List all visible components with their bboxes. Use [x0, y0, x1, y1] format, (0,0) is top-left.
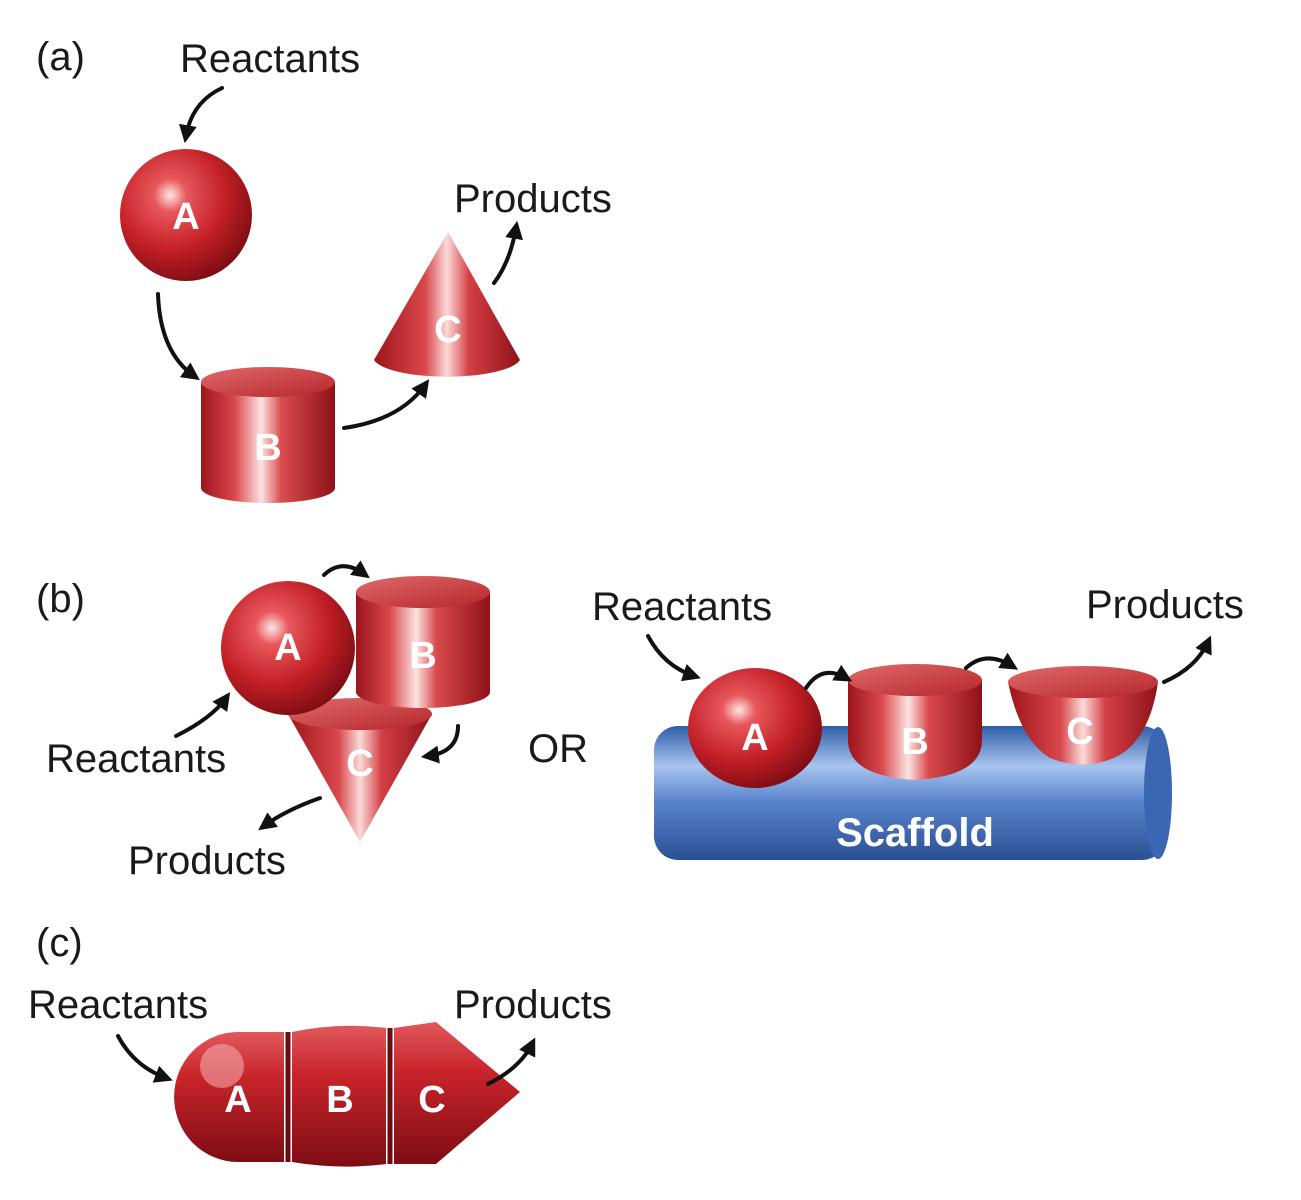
panel-b-tag: (b): [36, 577, 85, 621]
panel-b-cluster-enzyme-c-cone: C: [288, 698, 432, 842]
panel-c-tag: (c): [36, 921, 83, 965]
panel-b-cluster-arrow-b-to-c: [420, 724, 460, 764]
panel-c-products-arrow: [486, 1037, 536, 1086]
panel-b-cluster-reactants-arrow: [174, 692, 231, 738]
panel-b-scaffold-assembly: Scaffold A B C: [654, 652, 1172, 860]
panel-c-domain-b-label: B: [326, 1079, 353, 1121]
panel-b-cluster-a-label: A: [274, 627, 301, 669]
panel-a-enzyme-b-label: B: [254, 427, 281, 469]
panel-a-arrow-a-to-b: [156, 292, 200, 381]
panel-b-cluster-enzyme-a-sphere: A: [221, 581, 355, 715]
panel-b-scaffold-reactants-arrow: [646, 634, 701, 682]
scaffold-label: Scaffold: [836, 811, 994, 855]
panel-a: (a) Reactants A B C Products: [36, 35, 612, 503]
panel-a-enzyme-c-label: C: [434, 309, 461, 351]
panel-b-scaffold-arrow-b-to-c: [964, 652, 1019, 670]
panel-a-reactants-arrow: [179, 86, 224, 144]
panel-a-enzyme-a-label: A: [172, 196, 199, 238]
panel-c-reactants-label: Reactants: [28, 983, 208, 1027]
panel-c: (c) Reactants A B C Products: [28, 921, 612, 1167]
panel-b-scaffold-reactants-label: Reactants: [592, 585, 772, 629]
panel-b-scaffold-a-label: A: [741, 717, 768, 759]
panel-b-cluster-c-label: C: [346, 743, 373, 785]
panel-c-reactants-arrow: [116, 1034, 173, 1083]
panel-a-tag: (a): [36, 35, 85, 79]
panel-b-scaffold-products-label: Products: [1086, 583, 1244, 627]
panel-a-enzyme-b-cylinder: B: [201, 367, 335, 503]
panel-a-arrow-b-to-c: [342, 379, 430, 430]
panel-c-domain-a-label: A: [224, 1079, 251, 1121]
panel-a-reactants-label: Reactants: [180, 37, 360, 81]
panel-b-scaffold-b-label: B: [901, 721, 928, 763]
panel-b-or-text: OR: [528, 727, 588, 771]
panel-a-products-arrow: [492, 220, 523, 285]
panel-b-scaffold-c-label: C: [1066, 711, 1093, 753]
panel-c-domain-c-label: C: [418, 1079, 445, 1121]
panel-b-scaffold-arrow-a-to-b: [804, 664, 853, 690]
panel-a-products-label: Products: [454, 177, 612, 221]
panel-a-enzyme-c-cone: C: [374, 232, 520, 377]
panel-b-cluster-b-label: B: [409, 635, 436, 677]
panel-b-cluster-products-arrow: [258, 796, 322, 831]
panel-b-enzyme-cluster: C B A: [221, 560, 490, 842]
panel-b-cluster-arrow-a-to-b: [322, 560, 370, 579]
panel-b-scaffold-enzyme-a: A: [688, 668, 822, 788]
panel-c-fused-enzyme: A B C: [174, 1022, 520, 1167]
panel-b-cluster-products-label: Products: [128, 839, 286, 883]
panel-b-scaffold-enzyme-c: C: [1008, 666, 1158, 765]
panel-b-scaffold-enzyme-b: B: [848, 664, 982, 780]
panel-c-products-label: Products: [454, 983, 612, 1027]
panel-a-enzyme-a-sphere: A: [120, 149, 252, 281]
panel-b-scaffold-products-arrow: [1162, 635, 1212, 684]
panel-b-cluster-reactants-label: Reactants: [46, 737, 226, 781]
panel-b-cluster-enzyme-b-cylinder: B: [356, 576, 490, 708]
panel-b: (b) C B A Reactants: [36, 560, 1244, 883]
